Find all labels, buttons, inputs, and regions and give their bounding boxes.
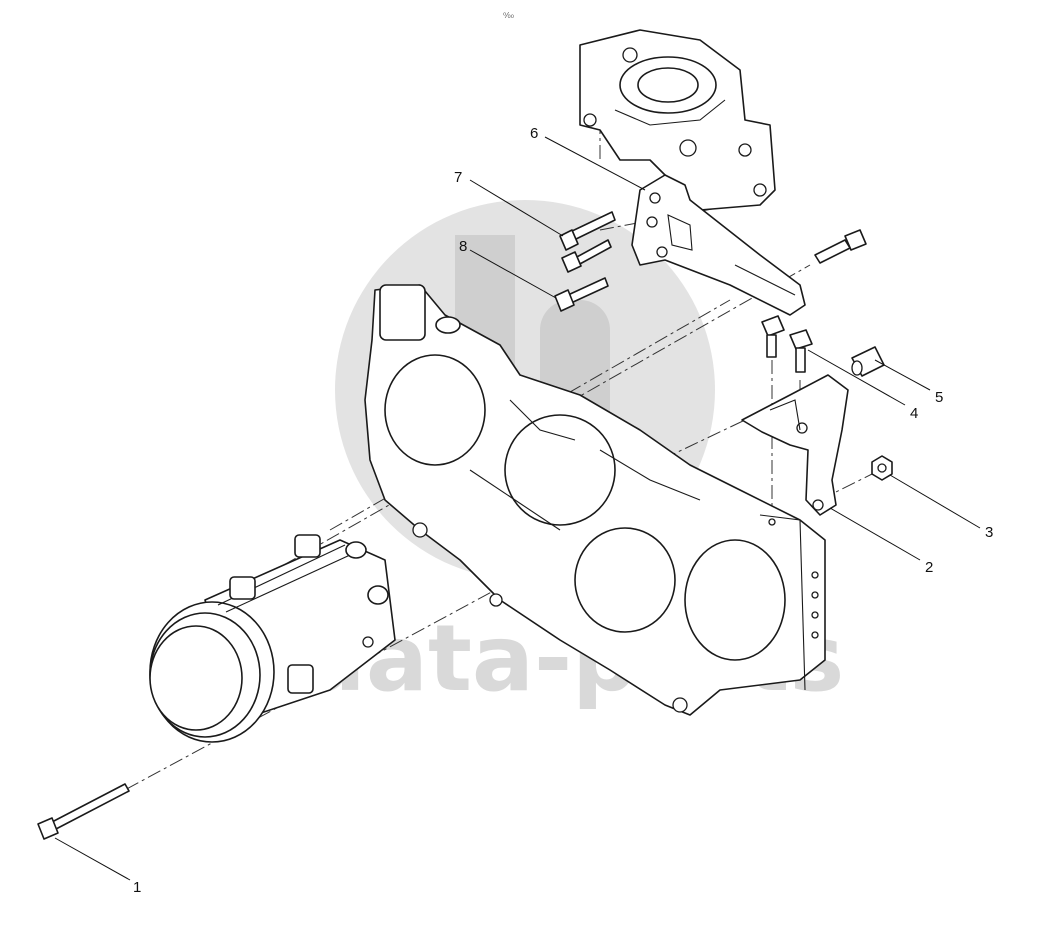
- housing-hole-3: [672, 697, 688, 713]
- top-housing-hole-2: [583, 113, 597, 127]
- leader-4: [807, 349, 906, 406]
- bracket-2-hole-2: [812, 499, 824, 511]
- bolt-7b-head: [561, 251, 582, 273]
- housing-hole-8: [768, 518, 776, 526]
- leader-2: [829, 507, 921, 561]
- callout-7: 7: [454, 169, 462, 186]
- bolt-4-head: [789, 329, 813, 350]
- housing-hole-1: [412, 522, 428, 538]
- bolt-4-shank: [795, 347, 806, 373]
- callout-4: 4: [910, 405, 918, 422]
- bolt-part-8: [554, 277, 609, 312]
- leader-1: [54, 837, 131, 881]
- bolt-vertical-left: [761, 315, 785, 358]
- top-housing-hole-5: [753, 183, 767, 197]
- compressor-port-1: [345, 541, 367, 559]
- bolt-part-1: [37, 783, 130, 840]
- housing-bore-right: [684, 539, 786, 661]
- callout-3: 3: [985, 524, 993, 541]
- housing-hole-2: [489, 593, 503, 607]
- bracket-6-body: [631, 174, 806, 316]
- bracket-2-hole-1: [796, 422, 808, 434]
- bolt-6-head: [844, 229, 867, 251]
- bolt-vl-head: [761, 315, 785, 337]
- top-mark: ⁰⁄₀₀: [503, 11, 514, 20]
- top-housing-rib: [614, 99, 726, 126]
- bolts-part-7: [559, 211, 616, 273]
- compressor-groove-2: [225, 554, 351, 613]
- housing-rib-1: [509, 399, 576, 441]
- leader-8: [469, 249, 557, 299]
- bracket-2-body: [741, 374, 849, 516]
- compressor-port-2: [367, 585, 389, 605]
- spacer-5-bore: [851, 360, 863, 376]
- callout-5: 5: [935, 389, 943, 406]
- bolt-8-head: [554, 289, 575, 312]
- callout-labels: 1 2 3 4 5 6 7 8: [133, 125, 993, 896]
- callout-1: 1: [133, 879, 141, 896]
- bracket-6-hole-1: [649, 192, 661, 204]
- gear-housing: [364, 284, 826, 716]
- bolt-6-shank: [814, 239, 851, 264]
- compressor-mount-ear-left: [229, 576, 256, 600]
- nut-part-3: [871, 455, 893, 481]
- nut-3-bore: [877, 463, 887, 473]
- ac-compressor: [149, 534, 396, 743]
- housing-plug-top: [435, 316, 461, 334]
- housing-bore-lower: [574, 527, 676, 633]
- compressor-mount-ear-top: [294, 534, 321, 558]
- callout-6: 6: [530, 125, 538, 142]
- bolt-7a-head: [559, 229, 579, 251]
- bolt-vl-shank: [766, 334, 777, 358]
- top-housing-hole-1: [622, 47, 638, 63]
- bracket-part-2: [741, 374, 849, 516]
- bracket-6-window: [667, 214, 693, 251]
- leader-6: [544, 136, 646, 191]
- bracket-part-6: [631, 174, 806, 316]
- leader-5: [874, 359, 931, 391]
- top-housing-hole-3: [679, 139, 697, 157]
- housing-boss-top: [379, 284, 426, 341]
- compressor-clutch-face: [149, 625, 243, 731]
- bracket-6-hole-3: [656, 246, 668, 258]
- compressor-hole: [362, 636, 374, 648]
- top-housing: [579, 29, 776, 211]
- housing-rib-3: [599, 449, 701, 501]
- bracket-2-fold: [769, 399, 801, 431]
- housing-bore-left: [384, 354, 486, 466]
- top-housing-bore: [637, 67, 699, 103]
- spacer-part-5: [851, 346, 885, 377]
- bolt-1-head: [37, 817, 59, 840]
- top-housing-hole-4: [738, 143, 752, 157]
- housing-hole-7: [811, 631, 819, 639]
- leader-7: [469, 179, 564, 237]
- bracket-6-slot: [734, 264, 796, 296]
- leader-lines: [54, 136, 981, 881]
- housing-bore-center: [504, 414, 616, 526]
- callout-2: 2: [925, 559, 933, 576]
- bolt-bracket-6-right: [814, 229, 867, 264]
- callout-8: 8: [459, 238, 467, 255]
- housing-hole-5: [811, 591, 819, 599]
- compressor-mount-ear-bottom: [287, 664, 314, 694]
- bracket-6-hole-2: [646, 216, 658, 228]
- bolt-1-shank: [51, 783, 130, 830]
- housing-rib-2: [469, 469, 561, 531]
- housing-hole-6: [811, 611, 819, 619]
- housing-edge: [759, 514, 806, 691]
- bolt-part-4: [789, 329, 813, 373]
- leader-3: [889, 474, 981, 529]
- housing-hole-4: [811, 571, 819, 579]
